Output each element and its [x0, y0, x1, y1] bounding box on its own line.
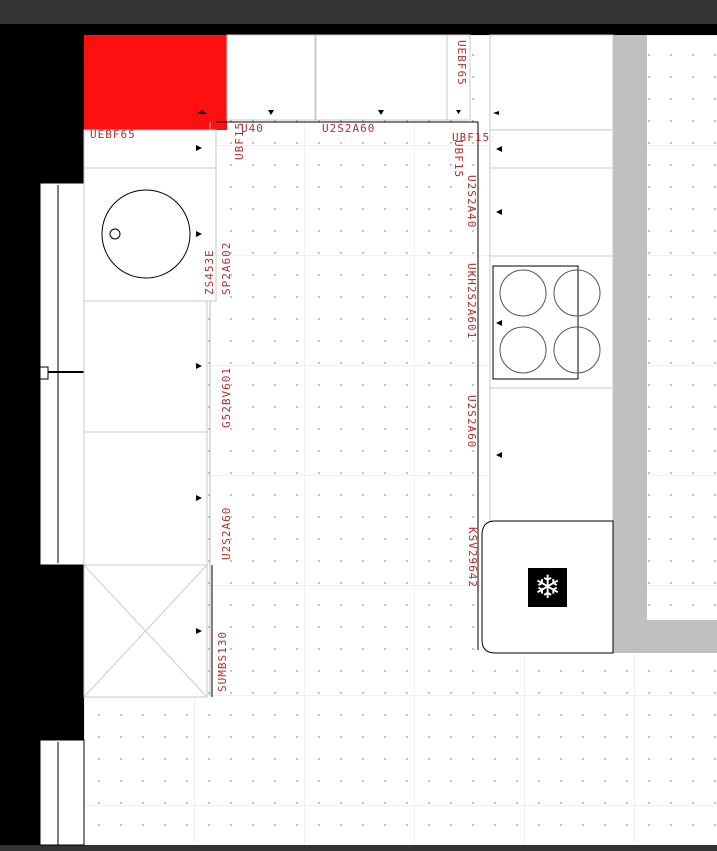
wall-bottom [613, 620, 717, 653]
label-u2s2a60-right: U2S2A60 [465, 395, 478, 448]
cabinet-u2s2a40[interactable] [489, 167, 614, 257]
hob-icon [492, 265, 579, 380]
label-ubf15-left: UBF15 [233, 122, 246, 160]
sink-drain-icon [109, 228, 121, 240]
label-zs453e: ZS453E [203, 249, 216, 295]
filler-uebf65[interactable] [446, 34, 471, 121]
wall-right [613, 35, 647, 653]
cabinet-u40[interactable] [226, 34, 316, 121]
bottom-bar [0, 845, 717, 851]
cabinet-u2s2a60-left[interactable] [83, 431, 208, 566]
door-arrow-icons [196, 110, 502, 634]
label-u2s2a60-left: U2S2A60 [220, 507, 233, 560]
label-u2s2a60-top: U2S2A60 [322, 122, 375, 135]
sink-bowl-icon [101, 189, 191, 279]
label-uebf65: UEBF65 [90, 128, 136, 141]
countertop-edge [216, 121, 479, 650]
filler-ubf15-right[interactable] [489, 129, 614, 169]
label-u40: U40 [241, 122, 264, 135]
cabinet-u2s2a60-top[interactable] [315, 34, 448, 121]
window-left-lower[interactable] [39, 739, 85, 846]
label-ksv29642: KSV29642 [466, 527, 479, 588]
cabinet-dishwasher[interactable] [83, 300, 208, 433]
label-g52bv601: G52BV601 [220, 367, 233, 428]
label-ubf15-right: UBF15 [452, 140, 465, 178]
label-sumbs130: SUMBS130 [216, 631, 229, 692]
label-uebf65-filler: UEBF65 [455, 40, 468, 86]
snowflake-icon: ❄ [528, 568, 567, 607]
cabinet-u2s2a60-right[interactable] [489, 387, 614, 522]
label-ubf15-small: UBF15 [452, 131, 490, 144]
svg-text:❄: ❄ [534, 568, 561, 606]
top-toolbar [0, 0, 717, 24]
label-ukh2s2a601: UKH2S2A601 [465, 263, 478, 339]
label-sp2a602: SP2A602 [220, 242, 233, 295]
cabinet-uebf65-selected[interactable] [84, 35, 227, 130]
label-u2s2a40: U2S2A40 [465, 175, 478, 228]
